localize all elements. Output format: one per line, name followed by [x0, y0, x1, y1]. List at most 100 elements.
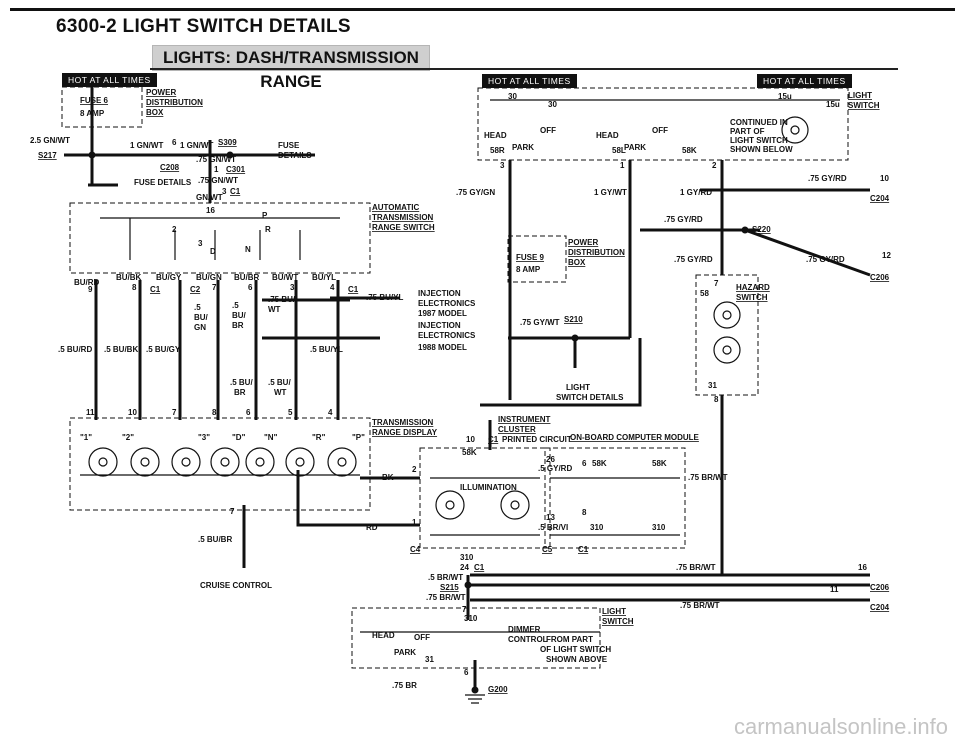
label: N: [245, 245, 251, 254]
label: 31: [425, 655, 434, 664]
label: 58: [700, 289, 709, 298]
label: .75 BU/YL: [366, 293, 403, 302]
label: "R": [312, 433, 326, 442]
bulb-icon: [130, 447, 160, 477]
label: TRANSMISSION: [372, 418, 434, 427]
label: 6: [246, 408, 251, 417]
label: .75 BR/WT: [688, 473, 728, 482]
label: "N": [264, 433, 278, 442]
label: SWITCH: [848, 101, 880, 110]
label: FUSE 9: [516, 253, 545, 262]
range-display-box: [69, 417, 371, 511]
splice-dot: [741, 226, 749, 234]
label: CONTINUED IN: [730, 118, 788, 127]
label: 4: [330, 283, 335, 292]
label: INJECTION: [418, 321, 461, 330]
label: 11: [86, 408, 95, 417]
label: G200: [488, 685, 508, 694]
bulb-icon: [713, 301, 741, 329]
splice-dot: [88, 151, 96, 159]
label: 13: [546, 513, 555, 522]
label: .75 GY/RD: [664, 215, 703, 224]
label: .75 BU/: [268, 295, 296, 304]
label: .75 BR/WT: [680, 601, 720, 610]
label: BU/GY: [156, 273, 182, 282]
label: D: [210, 247, 216, 256]
bulb-icon: [210, 447, 240, 477]
label: OF LIGHT SWITCH: [540, 645, 611, 654]
label: CLUSTER: [498, 425, 536, 434]
label: 8: [132, 283, 137, 292]
splices: [88, 151, 749, 694]
label: 10: [880, 174, 889, 183]
label: "3": [198, 433, 210, 442]
label: WT: [268, 305, 281, 314]
label: C4: [410, 545, 421, 554]
label: FUSE: [278, 141, 300, 150]
label: .75 GY/RD: [808, 174, 847, 183]
label: TRANSMISSION: [372, 213, 434, 222]
label: PRINTED CIRCUIT: [502, 435, 572, 444]
label: POWER: [146, 88, 176, 97]
label: INSTRUMENT: [498, 415, 551, 424]
label: ILLUMINATION: [460, 483, 517, 492]
label: .75 GN/WT: [196, 155, 236, 164]
label: "1": [80, 433, 92, 442]
labels: FUSE 6 8 AMP POWER DISTRIBUTION BOX 2.5 …: [30, 88, 891, 694]
label: 6: [248, 283, 253, 292]
label: 58K: [592, 459, 607, 468]
label: .5 BR/VI: [538, 523, 568, 532]
label: 8: [714, 395, 719, 404]
label: .5 BR/WT: [428, 573, 463, 582]
label: 3: [222, 187, 227, 196]
label: 1 GY/RD: [680, 188, 712, 197]
bulb-icon: [435, 490, 465, 520]
label: 1: [620, 161, 625, 170]
label: OFF: [540, 126, 556, 135]
label: .75 GY/GN: [456, 188, 495, 197]
label: 15u: [826, 100, 840, 109]
label: RD: [366, 523, 378, 532]
label: C1: [488, 435, 499, 444]
ground-icon: [465, 694, 485, 704]
label: 4: [328, 408, 333, 417]
label: OFF: [652, 126, 668, 135]
splice-dot: [464, 581, 472, 589]
label: 8 AMP: [80, 109, 105, 118]
label: BU/BR: [234, 273, 260, 282]
label: DISTRIBUTION: [568, 248, 625, 257]
label: BU/RD: [74, 278, 100, 287]
bulb-icon: [285, 447, 315, 477]
label: 1988 MODEL: [418, 343, 467, 352]
label: ON-BOARD COMPUTER MODULE: [570, 433, 700, 442]
label: ELECTRONICS: [418, 299, 476, 308]
label: PARK: [394, 648, 416, 657]
component-boxes: [61, 86, 849, 669]
label: 5: [288, 408, 293, 417]
label: LIGHT: [566, 383, 590, 392]
label: 3: [500, 161, 505, 170]
label: 11: [830, 585, 839, 594]
label: .5 BU/BR: [198, 535, 232, 544]
bulb-icon: [500, 490, 530, 520]
page-title: 6300-2 LIGHT SWITCH DETAILS: [56, 16, 351, 37]
label: GN/WT: [196, 193, 223, 202]
label: 16: [206, 206, 215, 215]
label: C1: [348, 285, 359, 294]
wires: [64, 87, 871, 690]
label: 31: [708, 381, 717, 390]
splice-dot: [471, 686, 479, 694]
label: 6: [464, 668, 469, 677]
label: 30: [508, 92, 517, 101]
label: PARK: [624, 143, 646, 152]
label: S217: [38, 151, 57, 160]
label: PART OF: [730, 127, 765, 136]
label: 310: [464, 614, 478, 623]
label: PARK: [512, 143, 534, 152]
label: .5 BU/RD: [58, 345, 92, 354]
label: OFF: [414, 633, 430, 642]
label: 7: [172, 408, 177, 417]
label: HEAD: [484, 131, 507, 140]
